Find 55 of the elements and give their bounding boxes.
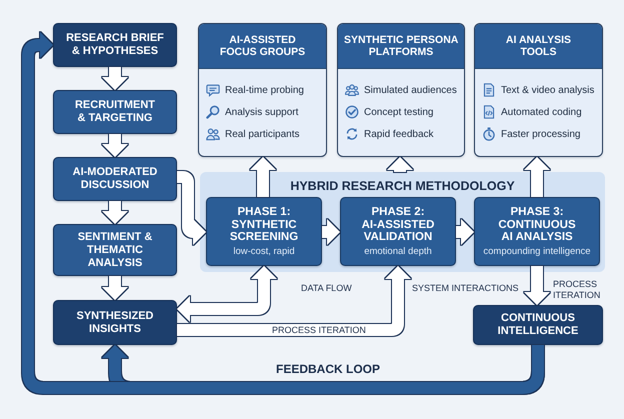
feature-text: Simulated audiences (364, 84, 457, 96)
process-box (53, 224, 177, 276)
block-arrow (322, 219, 340, 245)
block-arrow (176, 171, 206, 245)
phase-subtitle: compounding intelligence (483, 246, 591, 257)
feature-text: Real participants (225, 128, 300, 140)
feature-text: Rapid feedback (364, 128, 434, 140)
feature-text: Concept testing (364, 106, 434, 118)
phase-box (206, 197, 322, 266)
process-box (53, 90, 177, 134)
feature-text: Faster processing (501, 128, 580, 140)
block-arrow (524, 157, 550, 197)
card-title: AI-ASSISTED FOCUS GROUPS (218, 34, 306, 58)
feature-text: Automated coding (501, 106, 582, 118)
block-arrow (102, 134, 128, 157)
block-arrow (177, 266, 411, 336)
step-title: SENTIMENT & THEMATIC ANALYSIS (76, 230, 154, 270)
step-title: RECRUITMENT & TARGETING (74, 99, 156, 125)
block-arrow (524, 266, 550, 305)
flow-label: SYSTEM INTERACTIONS (412, 283, 519, 293)
methodology-band (200, 172, 605, 272)
process-box (53, 23, 177, 67)
phase-box (340, 197, 456, 266)
phase-subtitle: emotional depth (364, 246, 432, 257)
block-arrow (102, 201, 128, 224)
phase-title: PHASE 2: AI-ASSISTED VALIDATION (360, 206, 436, 244)
step-title: CONTINUOUS INTELLIGENCE (496, 312, 580, 338)
phase-box (474, 197, 600, 266)
edge-label: PROCESS ITERATION (553, 279, 602, 301)
feature-text: Real-time probing (225, 84, 304, 96)
block-arrow (250, 157, 276, 197)
card-title: AI ANALYSIS TOOLS (504, 34, 572, 58)
tool-card (337, 23, 465, 157)
process-box (53, 300, 177, 345)
phase-title: PHASE 3: CONTINUOUS AI ANALYSIS (497, 206, 577, 244)
flow-label: DATA FLOW (301, 283, 352, 293)
block-arrow (177, 266, 277, 322)
block-arrow (102, 67, 128, 90)
phase-title: PHASE 1: SYNTHETIC SCREENING (228, 206, 300, 244)
step-title: RESEARCH BRIEF & HYPOTHESES (65, 32, 165, 58)
process-box (53, 157, 177, 201)
block-arrow (102, 276, 128, 300)
process-box (473, 305, 603, 345)
card-title: SYNTHETIC PERSONA PLATFORMS (343, 34, 459, 58)
tool-card (198, 23, 327, 157)
edge-label: PROCESS ITERATION (272, 325, 366, 335)
feature-text: Analysis support (225, 106, 298, 118)
step-title: SYNTHESIZED INSIGHTS (75, 310, 154, 336)
tool-card (474, 23, 603, 157)
block-arrow (456, 219, 474, 245)
feature-text: Text & video analysis (501, 84, 594, 96)
step-title: AI-MODERATED DISCUSSION (72, 166, 158, 192)
block-arrow (387, 157, 413, 172)
phase-subtitle: low-cost, rapid (233, 246, 295, 257)
band-title: HYBRID RESEARCH METHODOLOGY (290, 179, 515, 193)
